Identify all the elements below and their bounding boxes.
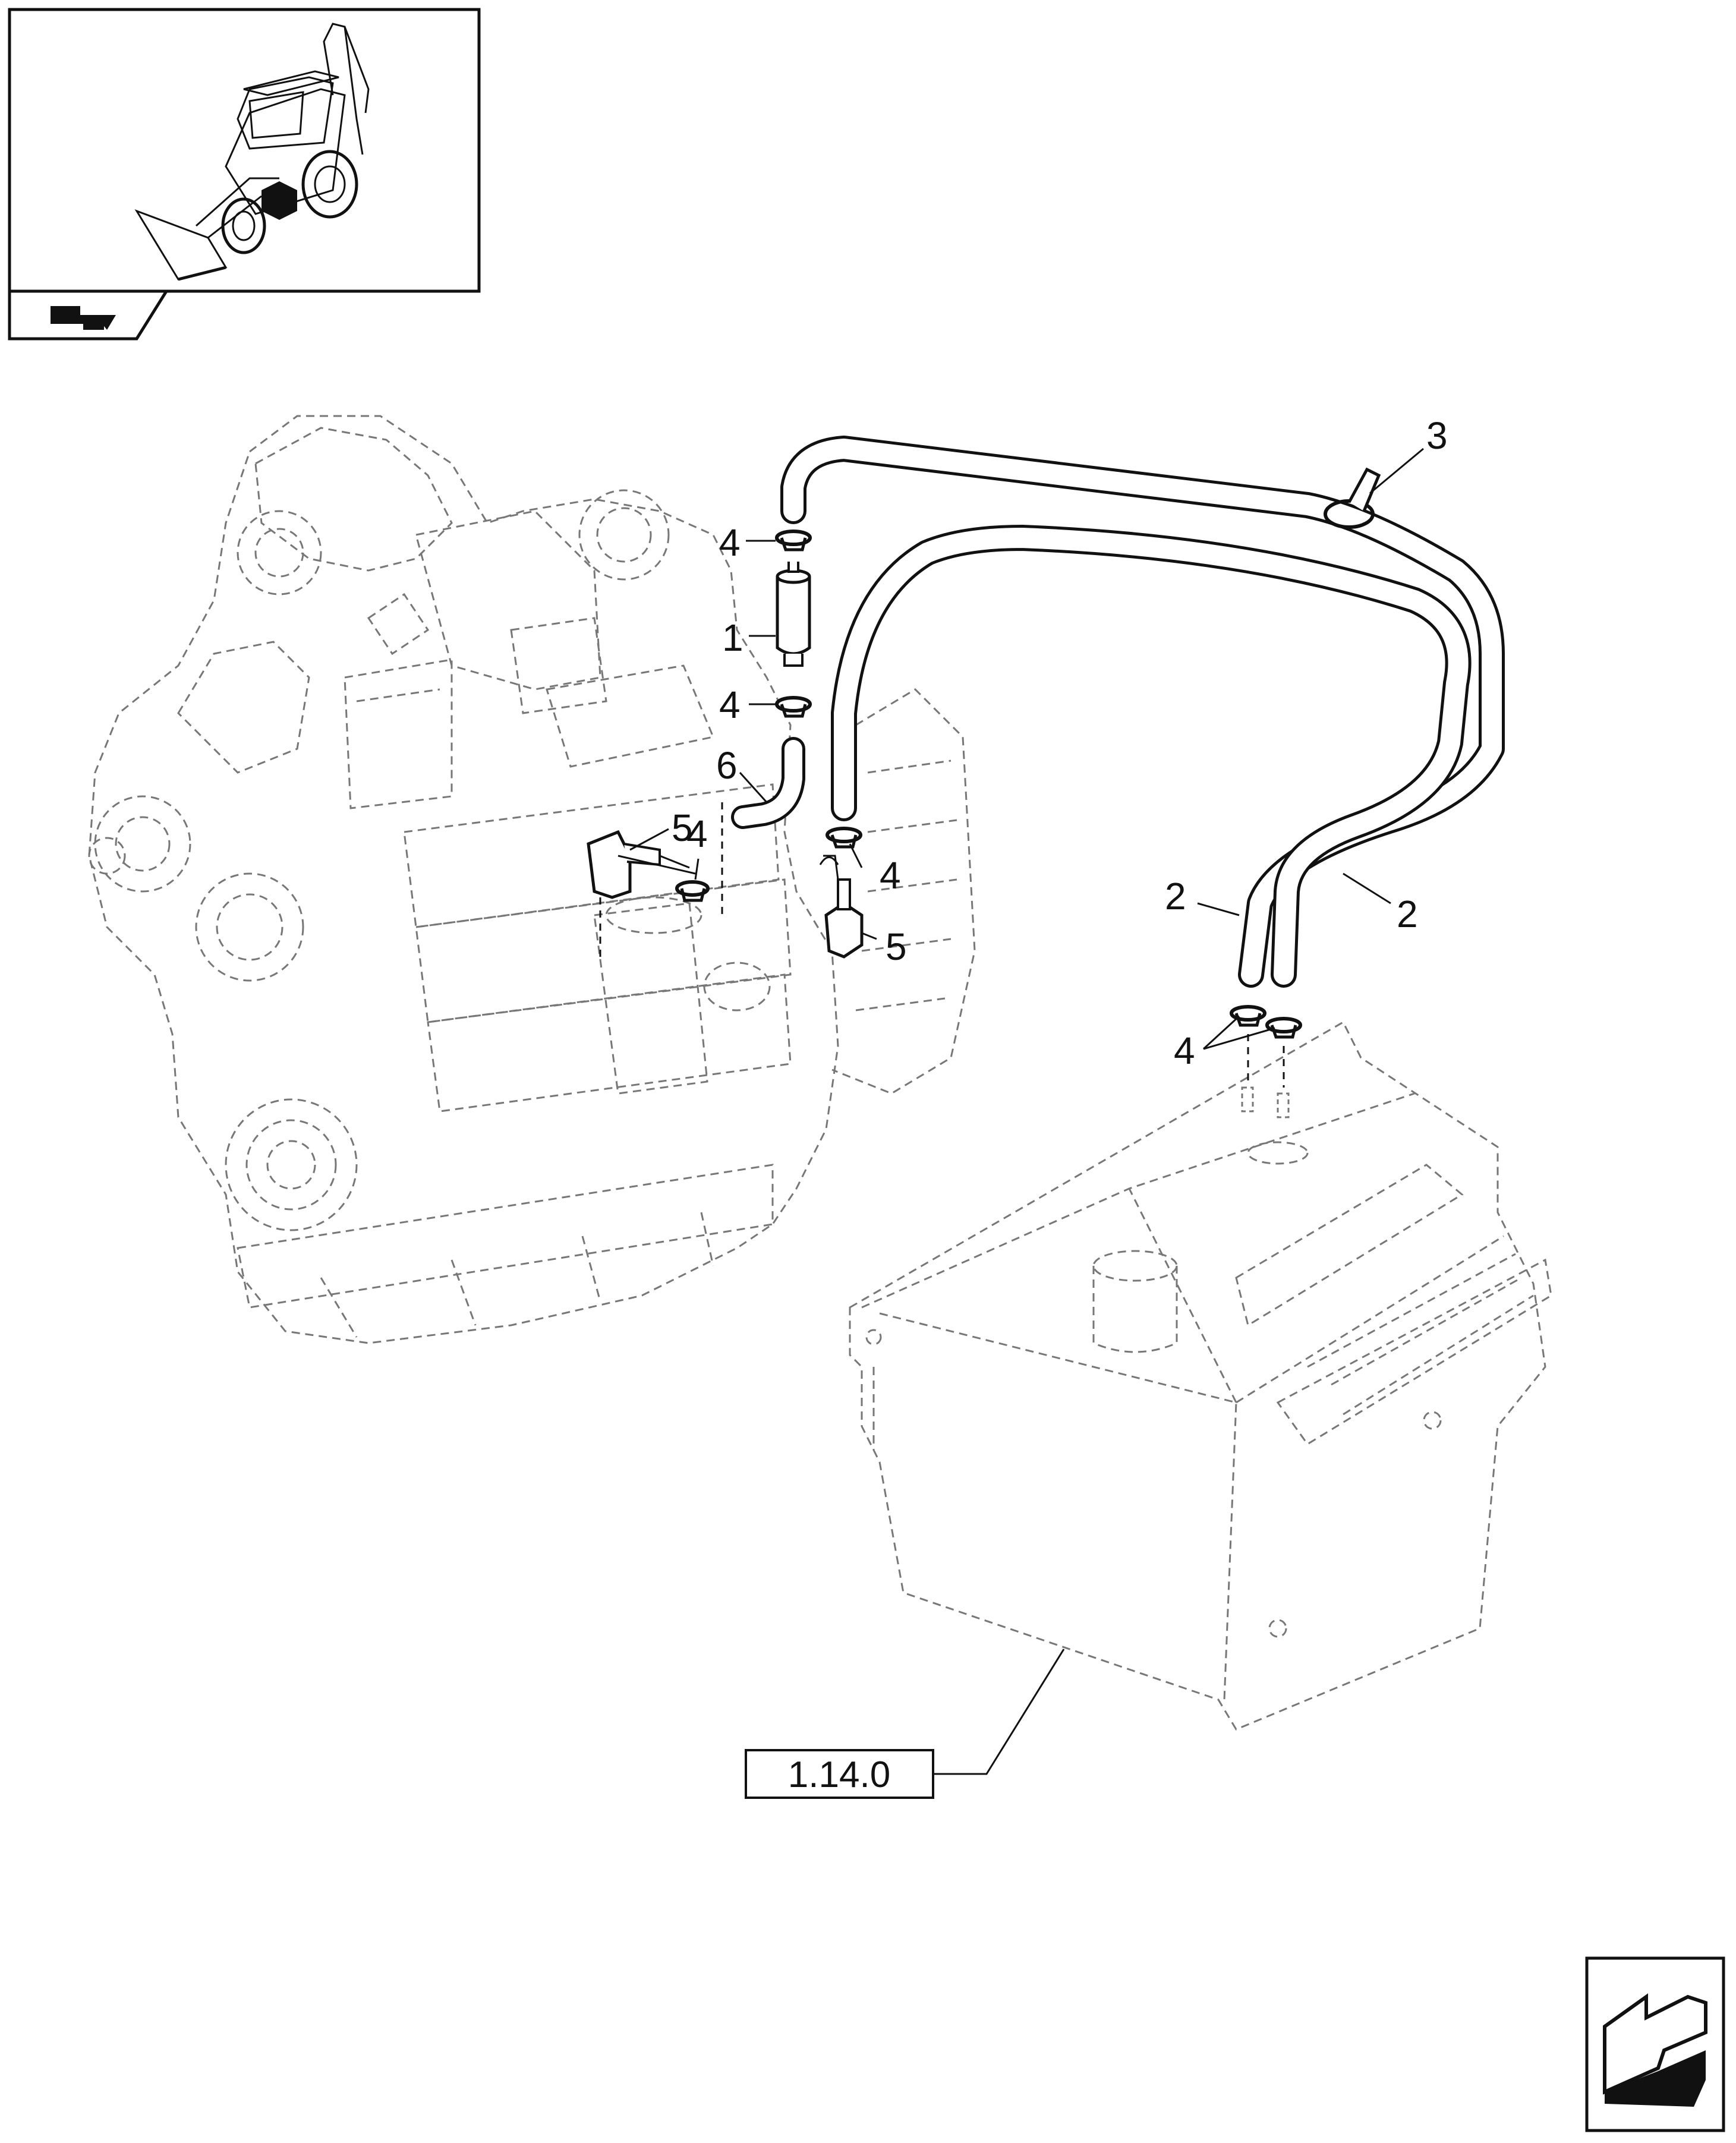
hose-tie	[1324, 467, 1381, 529]
assembly-guides	[599, 802, 1290, 1118]
callout-5: 5	[672, 806, 693, 849]
supply-hose	[831, 525, 1472, 988]
hose-clamp	[775, 696, 812, 718]
hose-clamp	[1265, 1017, 1302, 1039]
engine-phantom	[88, 415, 976, 1344]
fuel-filter	[776, 562, 811, 667]
callout-5: 5	[886, 925, 907, 968]
hose-clamp	[775, 530, 812, 551]
hose-clamp	[826, 827, 862, 849]
hose-clamp	[1230, 1005, 1266, 1027]
nav-arrow-icon[interactable]	[8, 289, 169, 341]
hose-clamp	[675, 880, 710, 902]
backhoe-loader-locator-icon	[134, 23, 370, 281]
leader-lines	[629, 447, 1424, 1050]
next-page-arrow-icon[interactable]	[1585, 1956, 1725, 2132]
callout-4: 4	[719, 521, 741, 564]
reference-label: 1.14.0	[788, 1754, 890, 1795]
elbow-fitting	[819, 855, 864, 959]
callout-2: 2	[1165, 875, 1186, 918]
short-hose	[731, 737, 805, 829]
callout-3: 3	[1426, 414, 1448, 457]
callout-4: 4	[880, 854, 901, 897]
callout-4: 4	[719, 683, 741, 726]
callout-2: 2	[1397, 893, 1418, 935]
callout-6: 6	[716, 744, 738, 787]
callout-1: 1	[722, 616, 743, 659]
callout-4: 4	[1174, 1029, 1195, 1072]
callout-labels: 4 1 4 6 5 4 4 5 3 2 2 4	[672, 414, 1448, 1072]
cross-reference[interactable]: 1.14.0	[745, 1649, 1065, 1799]
thumbnail-panel	[8, 8, 481, 293]
callout-4: 4	[686, 812, 708, 855]
fuel-tank-phantom	[849, 1020, 1552, 1731]
